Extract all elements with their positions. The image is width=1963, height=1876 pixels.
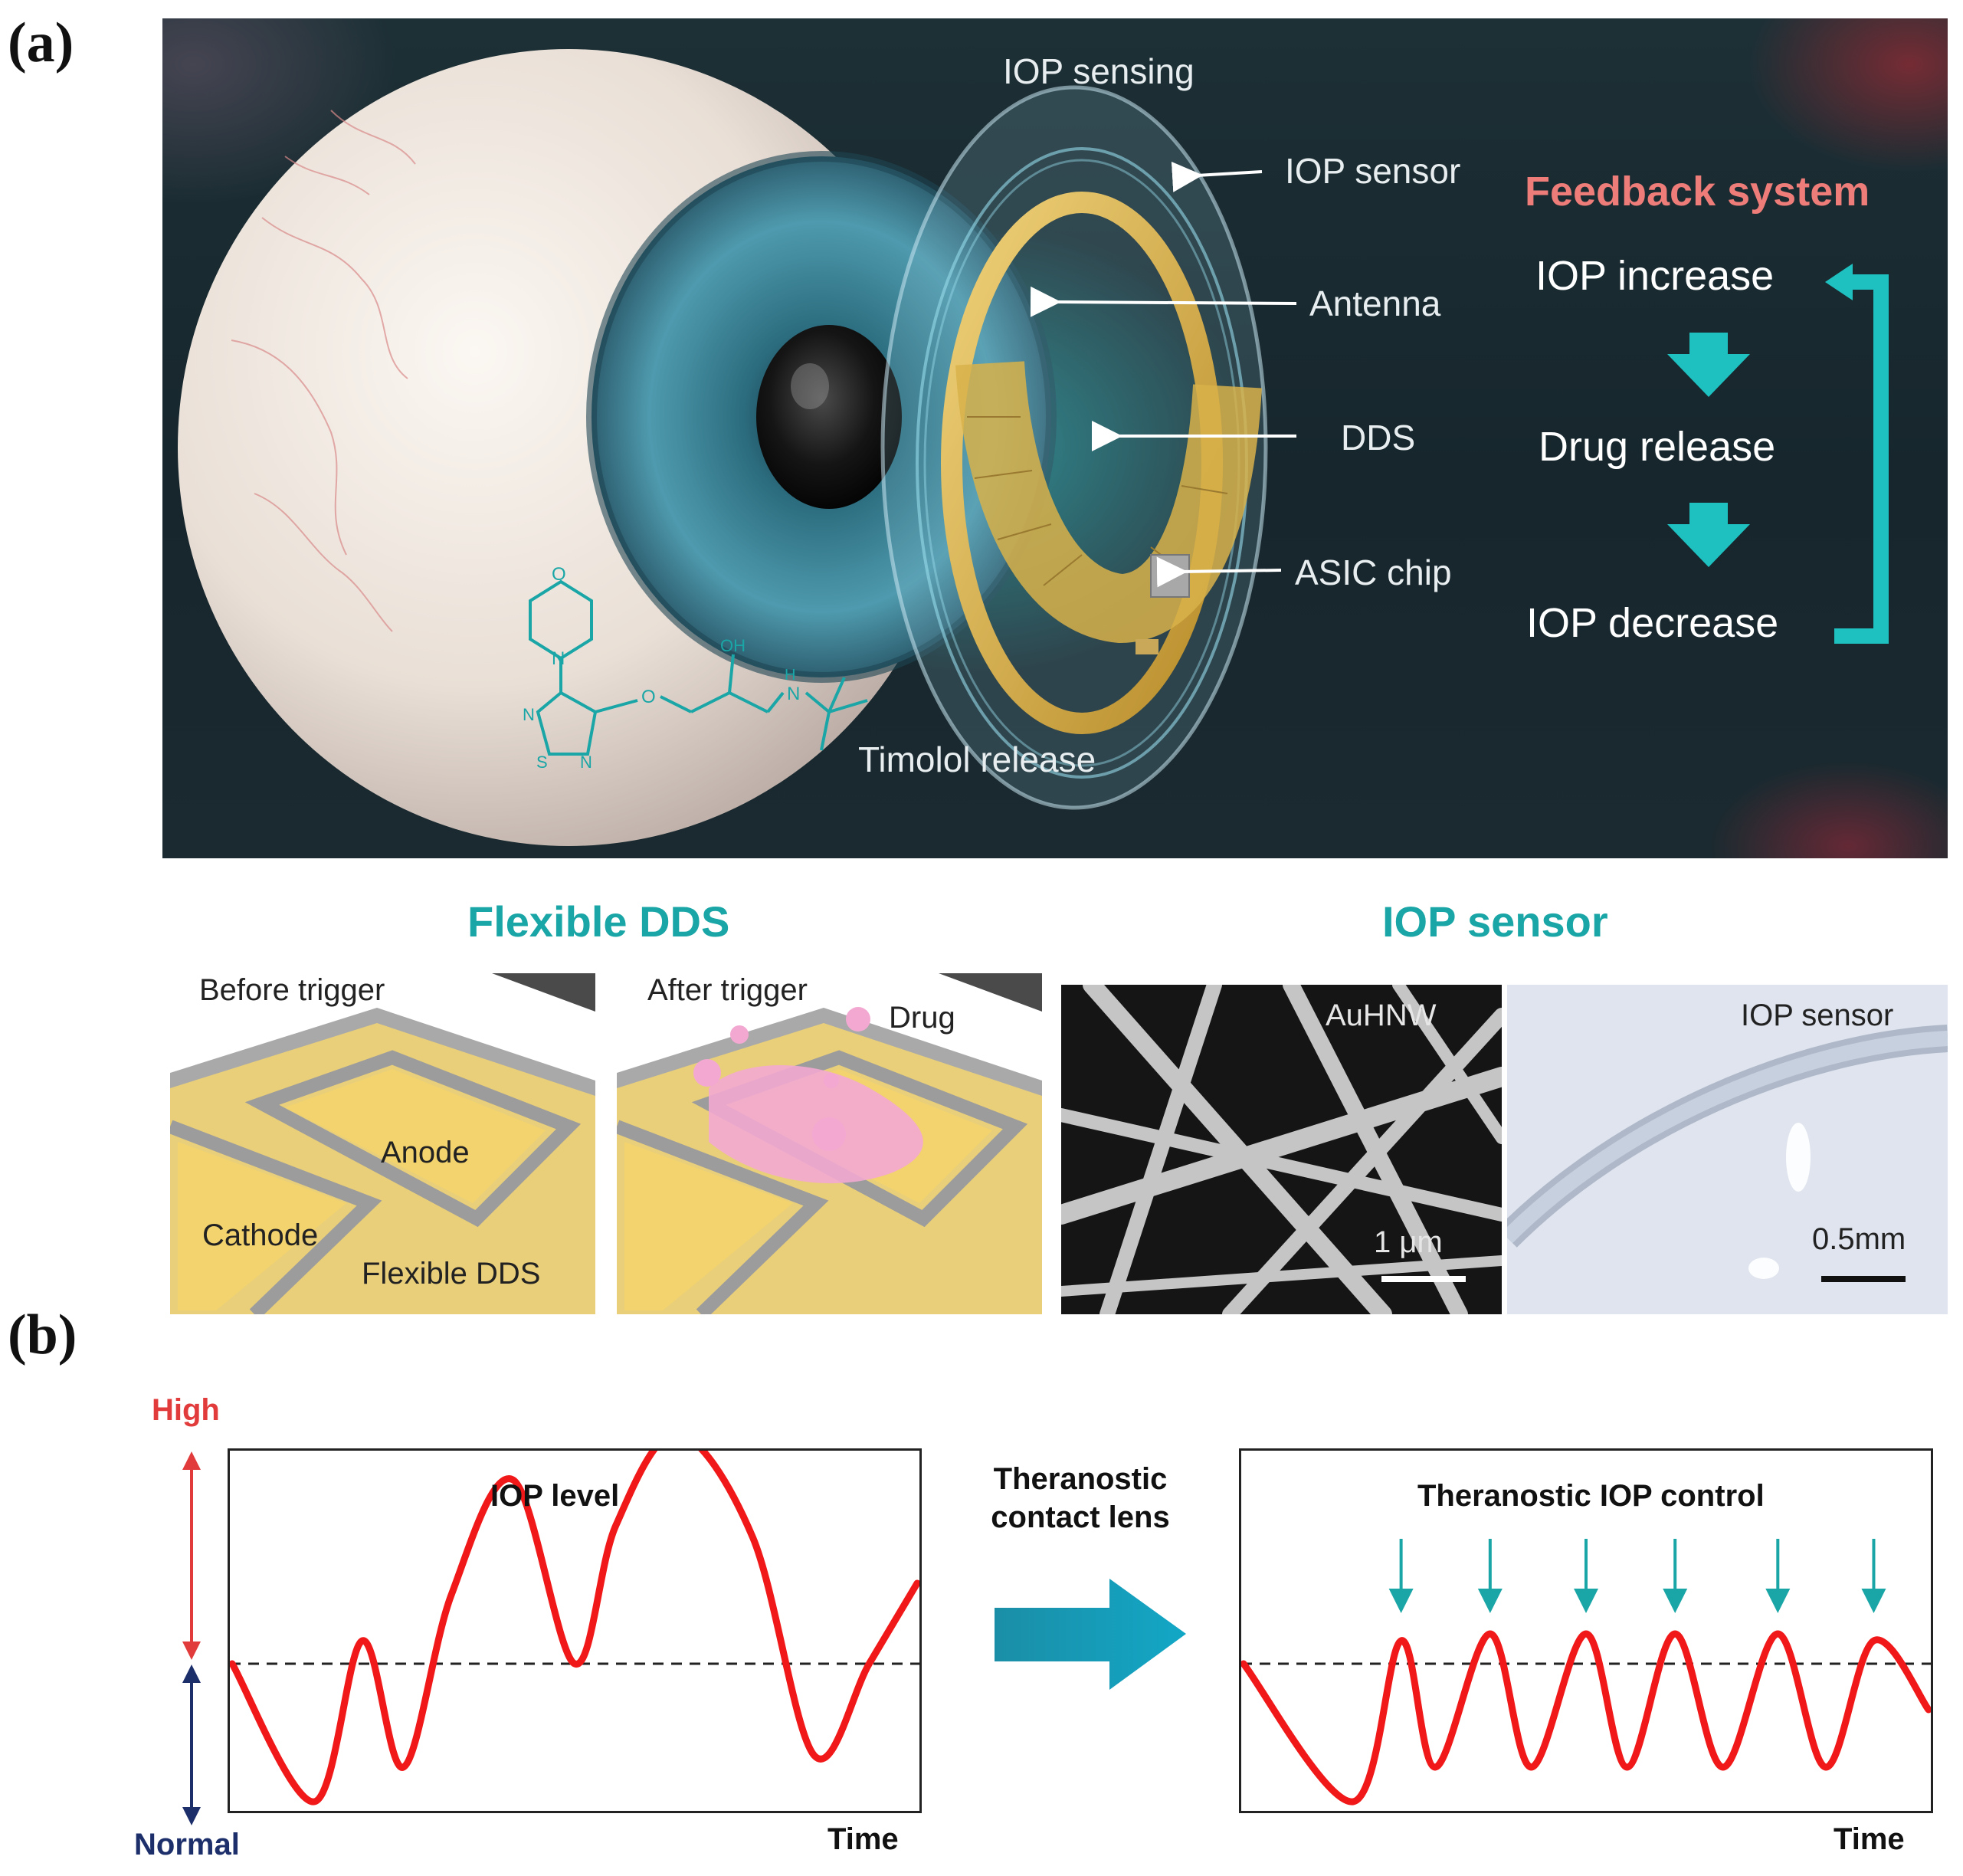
iop-sensor-section-title: IOP sensor xyxy=(1382,897,1608,946)
chart-theranostic-release-arrow xyxy=(1663,1539,1688,1613)
eye-lens-artwork xyxy=(178,49,1889,846)
cathode-label: Cathode xyxy=(202,1218,319,1252)
level-high-label: High xyxy=(152,1393,220,1427)
level-indicator-arrows xyxy=(182,1451,201,1825)
dds-array xyxy=(955,361,1262,644)
label-timolol-release: Timolol release xyxy=(858,740,1096,779)
chart-theranostic-release-arrow xyxy=(1861,1539,1886,1613)
atom-oh: OH xyxy=(720,636,746,655)
feedback-step-iop-increase: IOP increase xyxy=(1535,253,1775,299)
iop-sensor-photo: IOP sensor 0.5mm xyxy=(1507,985,1948,1314)
anode-label: Anode xyxy=(381,1136,470,1169)
feedback-title: Feedback system xyxy=(1525,169,1870,215)
atom-n1: N xyxy=(523,705,535,724)
label-iop-sensing: IOP sensing xyxy=(1003,51,1195,91)
atom-n2: N xyxy=(580,753,592,772)
label-iop-sensor: IOP sensor xyxy=(1285,151,1461,191)
chart-theranostic-release-arrow xyxy=(1388,1539,1414,1613)
chart-theranostic-release-arrow xyxy=(1477,1539,1503,1613)
panel-b-tag: (b) xyxy=(8,1304,77,1366)
pupil xyxy=(756,325,902,509)
theranostic-lens-text: Theranostic contact lens xyxy=(965,1460,1195,1537)
after-trigger-label: After trigger xyxy=(647,973,808,1007)
feedback-step-drug-release: Drug release xyxy=(1539,424,1776,470)
sem-auhnw-image: AuHNW 1 μm xyxy=(1061,985,1502,1314)
dds-cells xyxy=(967,416,1228,586)
photo-label: IOP sensor xyxy=(1741,999,1894,1032)
atom-o-ether: O xyxy=(641,687,656,707)
atom-n-amine: N xyxy=(787,684,801,704)
sem-label: AuHNW xyxy=(1326,999,1437,1032)
theranostic-text-line1: Theranostic xyxy=(993,1462,1168,1496)
atom-h: H xyxy=(785,667,796,684)
chart-theranostic-release-arrow xyxy=(1765,1539,1791,1613)
label-antenna: Antenna xyxy=(1309,284,1441,323)
transition-arrow xyxy=(995,1579,1186,1690)
level-normal-label: Normal xyxy=(134,1828,240,1861)
chart-theranostic-iop-control-plot xyxy=(1240,1539,1932,1805)
chart-iop-level-title: IOP level xyxy=(490,1479,620,1513)
chart-iop-level-xlabel: Time xyxy=(827,1822,899,1856)
chart-theranostic-xlabel: Time xyxy=(1834,1822,1905,1856)
chart-iop-level xyxy=(228,1430,922,1813)
blood-vessels xyxy=(231,110,416,632)
label-dds: DDS xyxy=(1341,418,1416,458)
flexible-dds-title: Flexible DDS xyxy=(467,897,730,946)
panel-a-tag: (a) xyxy=(8,11,74,74)
chart-theranostic-title: Theranostic IOP control xyxy=(1417,1479,1765,1513)
dds-before-trigger-panel: Before trigger Anode Cathode Flexible DD… xyxy=(170,973,595,1314)
timolol-molecule xyxy=(529,579,868,756)
chart-theranostic-iop-control xyxy=(1239,1448,1933,1813)
before-trigger-label: Before trigger xyxy=(199,973,385,1007)
eye-lens-illustration: IOP sensing IOP sensor Antenna DDS ASIC … xyxy=(162,18,1948,858)
chart-iop-level-curve xyxy=(228,1430,921,1805)
atom-n-top: N xyxy=(552,648,565,669)
label-asic-chip: ASIC chip xyxy=(1295,553,1452,592)
feedback-loop-arrow xyxy=(1825,264,1889,644)
theranostic-text-line2: contact lens xyxy=(991,1500,1170,1534)
drug-label: Drug xyxy=(889,1001,955,1035)
sem-scale-label: 1 μm xyxy=(1374,1225,1443,1259)
flexible-dds-label: Flexible DDS xyxy=(362,1257,541,1291)
chart-iop-level-plot xyxy=(228,1430,921,1805)
asic-chip xyxy=(1150,554,1190,598)
chart-theranostic-release-arrow xyxy=(1574,1539,1598,1613)
pointer-arrows xyxy=(1030,161,1297,588)
photo-scale-label: 0.5mm xyxy=(1812,1222,1906,1256)
dds-after-trigger-panel: After trigger Drug xyxy=(617,973,1042,1314)
atom-o: O xyxy=(552,564,566,585)
atom-s: S xyxy=(536,753,548,772)
chart-theranostic-curve xyxy=(1240,1630,1932,1805)
feedback-step-iop-decrease: IOP decrease xyxy=(1526,600,1779,646)
feedback-down-arrows xyxy=(1667,333,1750,567)
